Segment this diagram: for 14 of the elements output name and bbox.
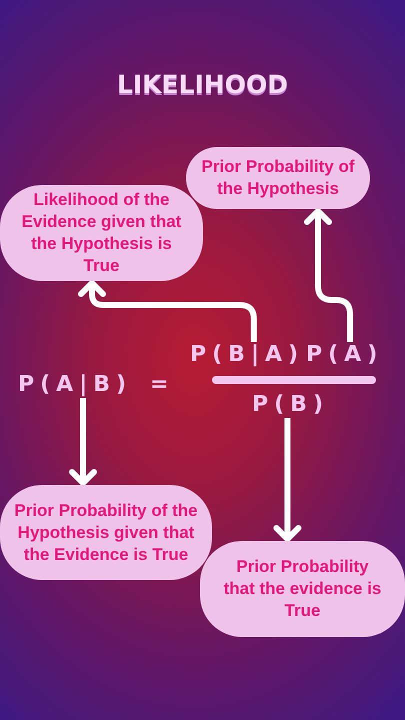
- probability-term: P(A|B): [18, 372, 132, 398]
- probability-term: P(B): [252, 392, 330, 418]
- arrow: [78, 280, 257, 342]
- title: LIKELIHOOD: [116, 70, 288, 99]
- definition-card: Prior Probability that the evidence is True: [200, 541, 405, 637]
- definition-card: Likelihood of the Evidence given that the Hypothesis is True: [0, 185, 203, 281]
- arrow: [304, 208, 354, 342]
- probability-term: P(B|A): [190, 342, 304, 368]
- definition-card: Prior Probability of the Hypothesis given that the Evidence is True: [0, 485, 212, 580]
- arrow: [69, 398, 98, 486]
- arrow: [273, 418, 302, 542]
- definition-card: Prior Probability of the Hypothesis: [186, 147, 370, 209]
- probability-term: P(A): [306, 342, 384, 368]
- equals-sign: =: [150, 372, 168, 398]
